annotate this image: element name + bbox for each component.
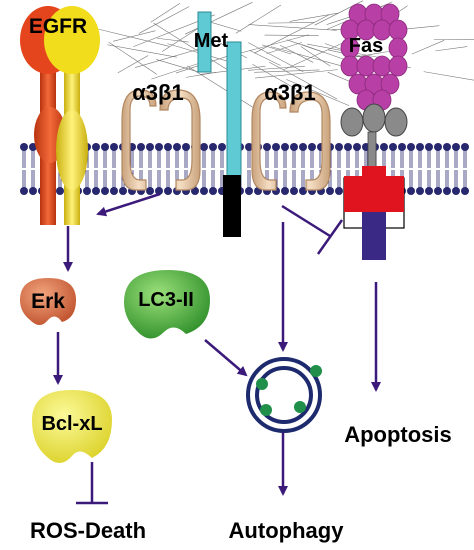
fas-label: Fas: [349, 35, 383, 57]
integrin-left-label: α3β1: [132, 80, 183, 105]
integrin-right-label: α3β1: [264, 80, 315, 105]
fas-receptor-icon: [340, 3, 408, 260]
met-receptor-icon: [197, 11, 242, 237]
erk-label: Erk: [31, 290, 65, 313]
inhibit-bar-fas: [316, 219, 344, 255]
egfr-label: EGFR: [29, 15, 87, 38]
integrin-icon: [121, 89, 201, 191]
lc3-label: LC3-II: [138, 289, 194, 311]
ros-death-label: ROS-Death: [30, 518, 146, 543]
bclxl-label: Bcl-xL: [41, 413, 102, 435]
erk-blob-icon: [20, 278, 76, 325]
autophagosome-icon: [246, 357, 322, 433]
arrow-lc3-to-vesicle: [204, 339, 248, 377]
inhibit-integrin-fas: [281, 204, 331, 238]
egfr-receptor-icon: [20, 6, 100, 225]
integrin-icon: [251, 91, 331, 191]
met-label: Met: [194, 30, 229, 52]
bclxl-blob-icon: [32, 390, 112, 463]
arrow-integrin-to-egfr: [96, 192, 161, 217]
autophagy-label: Autophagy: [229, 518, 345, 543]
pathway-arrows: [53, 192, 381, 505]
lc3-blob-icon: [124, 270, 210, 339]
apoptosis-label: Apoptosis: [344, 422, 452, 447]
